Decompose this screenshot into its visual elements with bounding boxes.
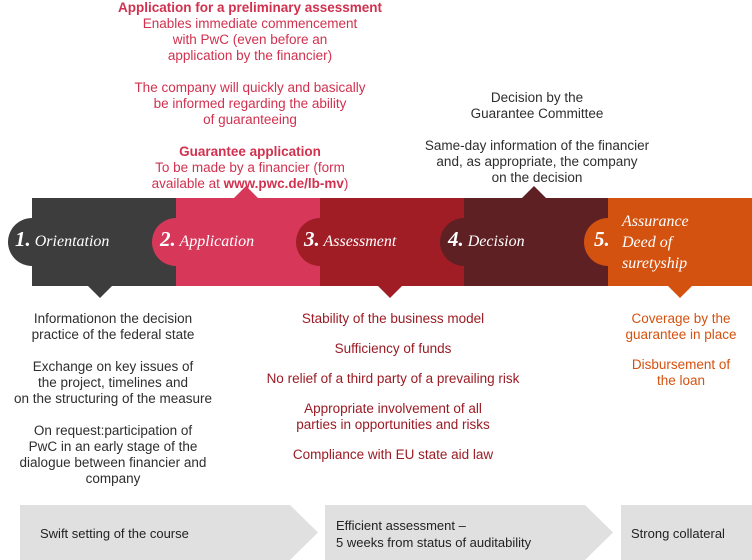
decision-line: on the decision — [491, 170, 583, 185]
decision-line: and, as appropriate, the company — [436, 154, 638, 169]
step-application-shape — [176, 186, 320, 286]
step-assessment: 3. Assessment — [304, 229, 396, 252]
step-assessment-shape — [320, 198, 464, 298]
assessment-line: parties in opportunities and risks — [296, 417, 490, 432]
step-decision-badge — [440, 218, 488, 266]
step-label-line: Deed of — [622, 234, 673, 251]
step-number: 1. — [15, 227, 31, 251]
assessment-line: Sufficiency of funds — [334, 341, 452, 356]
step-label: Application — [179, 233, 255, 250]
guarantee-title: Guarantee application — [179, 144, 321, 159]
step-number: 2. — [160, 227, 176, 251]
application-line: application by the financier) — [167, 48, 333, 63]
step-label-line: Assurance — [622, 213, 689, 230]
application-notes: Application for a preliminary assessment… — [104, 0, 396, 192]
step-assurance-shape — [608, 198, 752, 298]
assurance-line: guarantee in place — [625, 327, 737, 342]
step-decision: 4. Decision — [448, 229, 525, 252]
phase-strong: Strong collateral — [631, 525, 725, 542]
phase-line: Efficient assessment – — [336, 518, 466, 533]
phase-line: Swift setting of the course — [40, 526, 189, 541]
guarantee-line: available at — [151, 176, 224, 191]
phase-efficient-shape — [325, 505, 613, 560]
assurance-line: the loan — [656, 373, 706, 388]
assessment-line: Appropriate involvement of all — [304, 401, 482, 416]
application-line: Enables immediate commencement — [142, 16, 358, 31]
decision-line: Decision by the — [490, 90, 584, 105]
assessment-line: No relief of a third party of a prevaili… — [266, 371, 520, 386]
phase-swift-shape — [20, 505, 318, 560]
application-title: Application for a preliminary assessment — [117, 0, 383, 15]
application-line: be informed regarding the ability — [153, 96, 347, 111]
assessment-line: Compliance with EU state aid law — [292, 447, 494, 462]
step-orientation-shape — [32, 198, 176, 298]
step-label: Orientation — [34, 233, 110, 250]
phase-efficient: Efficient assessment – 5 weeks from stat… — [336, 517, 531, 551]
step-label: Assessment — [323, 233, 397, 250]
assurance-line: Coverage by the — [631, 311, 731, 326]
orientation-line: Informationon the decision — [33, 311, 193, 326]
application-line: of guaranteeing — [203, 112, 297, 127]
step-number: 4. — [448, 227, 464, 251]
phase-line: Strong collateral — [631, 526, 725, 541]
orientation-line: practice of the federal state — [31, 327, 195, 342]
decision-line: Guarantee Committee — [470, 106, 604, 121]
orientation-notes: Informationon the decision practice of t… — [4, 311, 222, 487]
assessment-line: Stability of the business model — [301, 311, 485, 326]
step-assurance-badge — [584, 218, 632, 266]
guarantee-line: To be made by a financier (form — [155, 160, 345, 175]
orientation-line: company — [85, 471, 141, 486]
phase-strong-shape — [621, 505, 752, 560]
step-decision-shape — [464, 186, 608, 286]
guarantee-url-link[interactable]: www.pwc.de/lb-mv — [223, 176, 344, 191]
step-label: Decision — [467, 233, 525, 250]
phase-line: 5 weeks from status of auditability — [336, 535, 532, 550]
step-assurance: Assurance Deed of suretyship — [622, 211, 689, 274]
step-orientation-badge — [8, 218, 56, 266]
assurance-line: Disbursement of — [631, 357, 731, 372]
orientation-line: on the structuring of the measure — [13, 391, 213, 406]
phase-band — [20, 505, 752, 560]
assessment-notes: Stability of the business model Sufficie… — [245, 311, 541, 463]
step-assessment-badge — [296, 218, 344, 266]
orientation-line: dialogue between financier and — [19, 455, 207, 470]
step-label-line: suretyship — [622, 255, 688, 272]
orientation-line: Exchange on key issues of — [32, 359, 194, 374]
orientation-line: On request:participation of — [33, 423, 193, 438]
step-number: 5. — [594, 227, 610, 251]
guarantee-tail: ) — [343, 176, 349, 191]
assurance-notes: Coverage by the guarantee in place Disbu… — [614, 311, 748, 389]
step-application: 2. Application — [160, 229, 254, 252]
application-line: The company will quickly and basically — [134, 80, 366, 95]
decision-notes: Decision by the Guarantee Committee Same… — [412, 90, 662, 186]
phase-swift: Swift setting of the course — [40, 525, 189, 542]
process-band — [8, 186, 752, 298]
decision-line: Same-day information of the financier — [424, 138, 650, 153]
step-application-badge — [152, 218, 200, 266]
step-assurance-number: 5. — [594, 229, 610, 252]
orientation-line: PwC in an early stage of the — [28, 439, 198, 454]
guarantee-line-url: available at www.pwc.de/lb-mv) — [104, 176, 396, 192]
application-line: with PwC (even before an — [172, 32, 328, 47]
orientation-line: the project, timelines and — [37, 375, 189, 390]
step-number: 3. — [304, 227, 320, 251]
step-orientation: 1. Orientation — [15, 229, 109, 252]
